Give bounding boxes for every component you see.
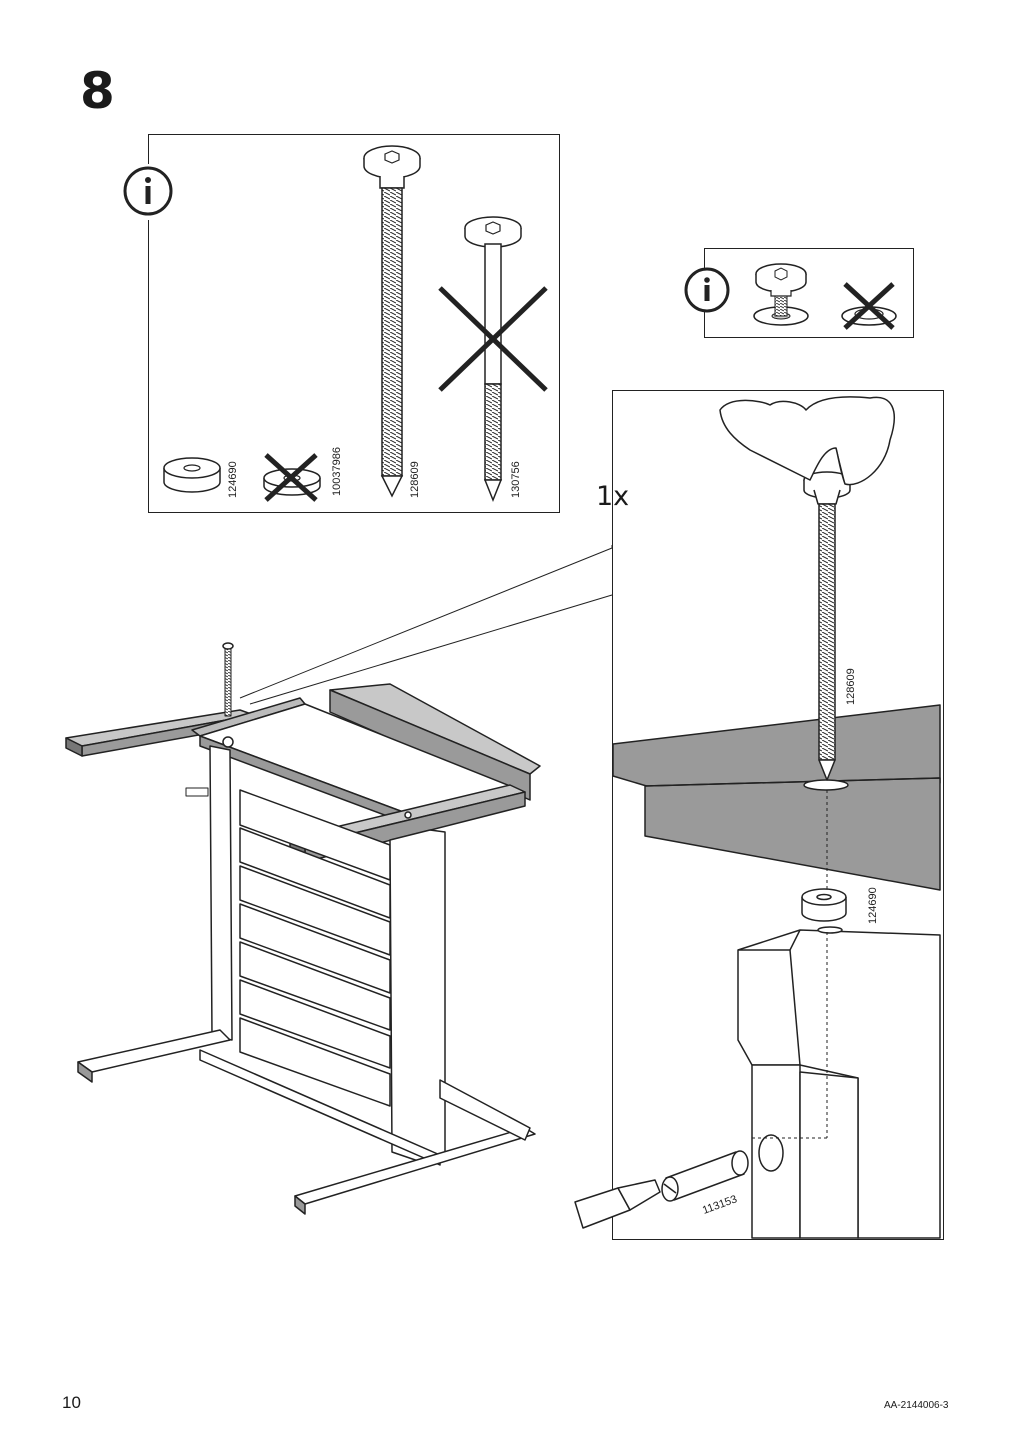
bolt-in-washer-icon	[753, 263, 809, 326]
callout-leader	[239, 545, 613, 705]
info-icon	[684, 267, 730, 313]
document-code: AA-2144006-3	[884, 1400, 949, 1411]
detail-illustration	[574, 396, 941, 1239]
detail-cam-id: 113153	[701, 1193, 739, 1217]
cross-mark-icon	[264, 453, 318, 502]
long-bolt-icon	[363, 145, 421, 498]
part-id-10037986: 10037986	[331, 447, 343, 496]
cross-mark-icon	[438, 286, 548, 392]
part-id-130756: 130756	[510, 461, 522, 498]
step-number: 8	[80, 62, 115, 120]
quantity-label: 1x	[596, 481, 630, 512]
page-number: 10	[62, 1393, 81, 1412]
partial-bolt-icon	[464, 216, 522, 503]
detail-spacer-id: 124690	[867, 887, 879, 924]
cabinet-assembly	[65, 642, 541, 1215]
info-icon	[120, 164, 176, 220]
detail-bolt-id: 128609	[845, 668, 857, 705]
bolt-flat-washer-icon	[841, 282, 897, 330]
part-id-124690: 124690	[227, 461, 239, 498]
spacer-washer-icon	[163, 457, 221, 493]
part-id-128609: 128609	[409, 461, 421, 498]
